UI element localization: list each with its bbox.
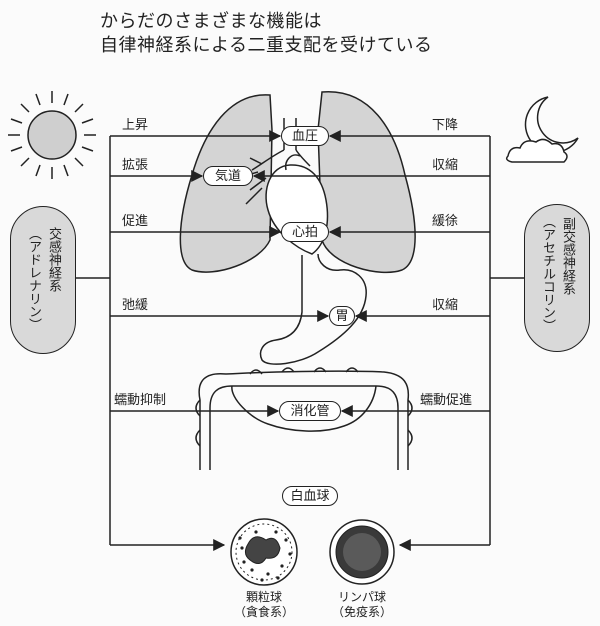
parasympathetic-name: 副交感神経系 (560, 217, 575, 295)
parasympathetic-system-box: 副交感神経系 （アセチルコリン） (524, 204, 590, 352)
organ-white-blood-cells: 白血球 (282, 486, 338, 506)
sun-icon (8, 91, 96, 179)
organ-digestive-tract: 消化管 (279, 401, 341, 421)
diagram-title: からだのさまざまな機能は 自律神経系による二重支配を受けている (100, 10, 432, 58)
para-effect-airway: 収縮 (432, 158, 459, 173)
stomach-illustration (259, 253, 367, 365)
sympathetic-arrows (110, 130, 330, 551)
lymphocyte-caption: リンパ球 （免疫系） (328, 590, 396, 620)
parasympathetic-transmitter: （アセチルコリン） (540, 215, 555, 332)
sympathetic-transmitter: （アドレナリン） (26, 227, 41, 331)
organ-stomach: 胃 (329, 306, 355, 326)
moon-icon (505, 96, 579, 163)
sym-effect-airway: 拡張 (122, 158, 149, 173)
intestine-illustration (195, 367, 413, 470)
lymphocyte-name: リンパ球 (337, 590, 386, 604)
sym-effect-blood-pressure: 上昇 (122, 118, 149, 133)
granulocyte-type: （貪食系） (234, 605, 295, 619)
granulocyte-name: 顆粒球 (245, 590, 282, 604)
title-line-2: 自律神経系による二重支配を受けている (100, 35, 433, 56)
lymphocyte-type: （免疫系） (331, 605, 392, 619)
sym-effect-digestive-tract: 蠕動抑制 (114, 393, 167, 408)
para-effect-digestive-tract: 蠕動促進 (420, 393, 473, 408)
lymphocyte-icon (329, 519, 395, 585)
parasympathetic-arrows (252, 130, 490, 551)
para-effect-heartbeat: 緩徐 (432, 214, 459, 229)
organ-airway: 気道 (203, 166, 253, 186)
granulocyte-caption: 顆粒球 （貪食系） (234, 590, 294, 620)
organ-heartbeat: 心拍 (281, 222, 329, 242)
sympathetic-name: 交感神経系 (46, 227, 61, 292)
sym-effect-heartbeat: 促進 (122, 214, 149, 229)
connector-lines (76, 136, 526, 545)
sym-effect-stomach: 弛緩 (122, 298, 149, 313)
para-effect-stomach: 収縮 (432, 298, 459, 313)
granulocyte-icon (230, 518, 298, 586)
organ-blood-pressure: 血圧 (281, 126, 329, 146)
sympathetic-system-box: 交感神経系 （アドレナリン） (10, 206, 76, 354)
title-line-1: からだのさまざまな機能は (100, 11, 322, 32)
para-effect-blood-pressure: 下降 (432, 118, 459, 133)
